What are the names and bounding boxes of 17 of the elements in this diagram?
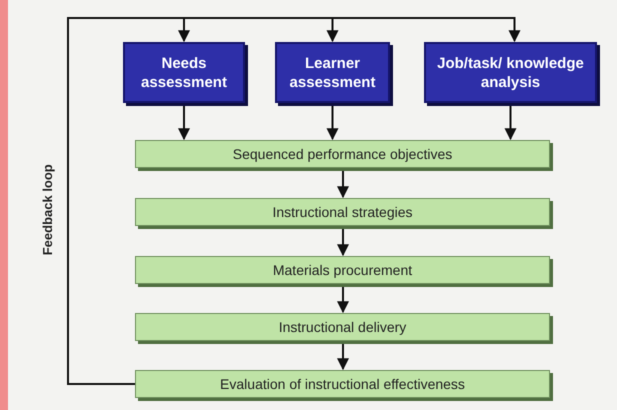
arrow [326,103,338,140]
input-box: Learner assessment [275,42,390,103]
input-box: Job/task/ knowledge analysis [424,42,597,103]
arrow [337,284,349,314]
arrow [178,103,190,140]
arrow [67,17,520,385]
process-box: Instructional strategies [135,198,550,226]
process-box: Materials procurement [135,256,550,284]
input-box: Needs assessment [123,42,245,103]
loop-label: Feedback loop [39,164,56,256]
arrow [337,341,349,370]
process-box: Instructional delivery [135,313,550,341]
process-box: Sequenced performance objectives [135,140,550,168]
process-box: Evaluation of instructional effectiveness [135,370,550,398]
arrow [337,226,349,256]
arrow [337,168,349,198]
arrow [504,103,516,140]
